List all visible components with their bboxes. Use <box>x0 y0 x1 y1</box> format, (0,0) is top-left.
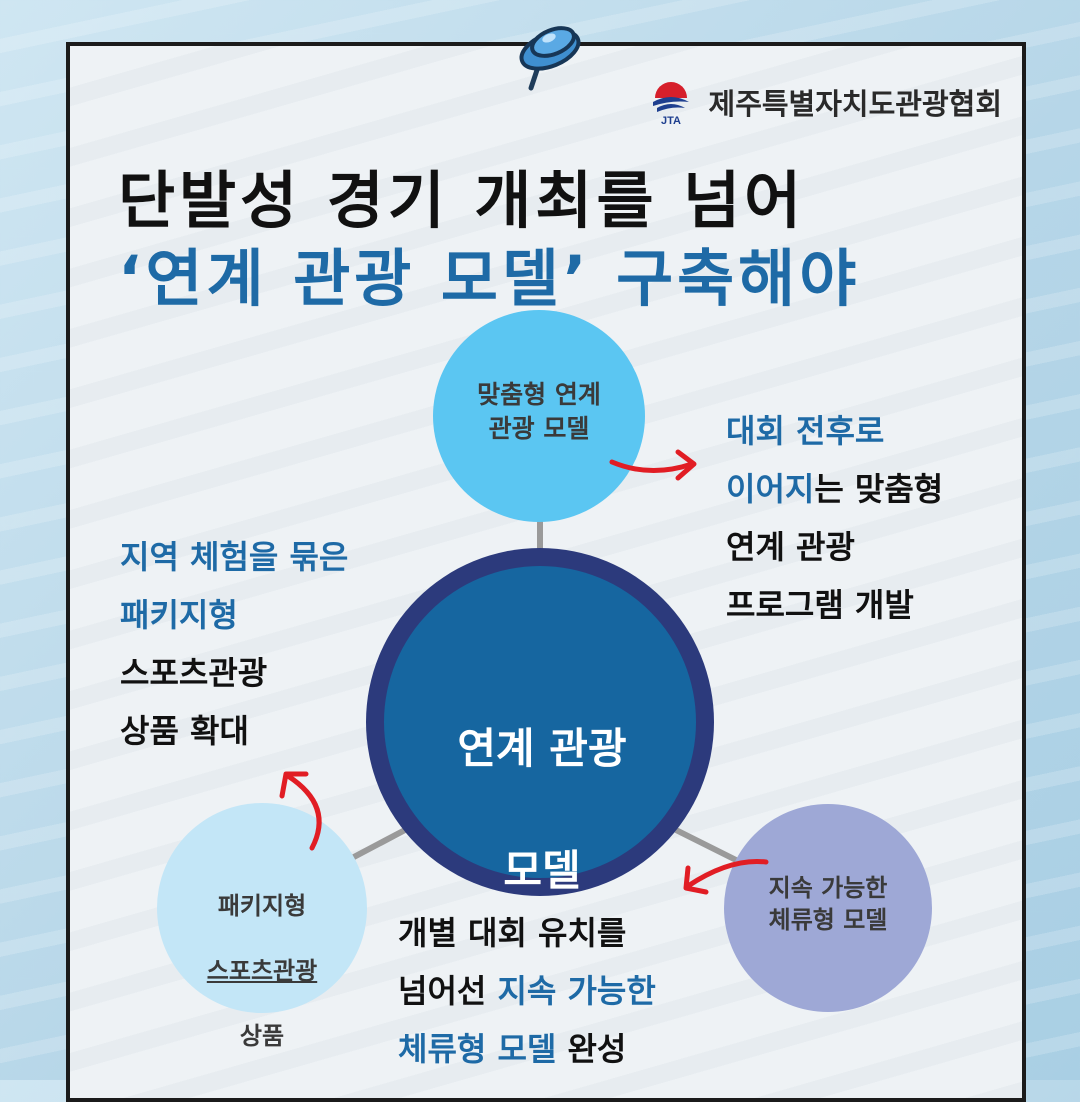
left-desc-line1: 지역 체험을 묶은 <box>120 538 349 576</box>
top-description: 대회 전후로 이어지는 맞춤형 연계 관광 프로그램 개발 <box>726 402 943 634</box>
left-circle-label-line1: 패키지형 <box>217 892 307 921</box>
center-circle <box>384 566 696 878</box>
bottom-desc-line2-blue: 지속 가능한 <box>497 972 656 1010</box>
left-description: 지역 체험을 묶은 패키지형 스포츠관광 상품 확대 <box>120 528 348 760</box>
pushpin-icon <box>519 26 581 91</box>
center-label-line2: 모델 <box>503 845 581 895</box>
curved-arrow-icon <box>279 771 322 851</box>
top-desc-line4: 프로그램 개발 <box>726 586 914 624</box>
bottom-desc-line2-black: 넘어선 <box>398 972 498 1010</box>
curved-arrow-icon <box>609 449 697 481</box>
left-desc-line2: 패키지형 <box>120 596 238 634</box>
right-circle <box>724 804 932 1012</box>
left-circle-label-line3: 상품 <box>239 1021 285 1050</box>
top-desc-line2-black: 는 맞춤형 <box>814 470 944 508</box>
bottom-desc-line1: 개별 대회 유치를 <box>398 914 627 952</box>
bottom-desc-line3-blue: 체류형 모델 <box>398 1030 557 1068</box>
title-line-1: 단발성 경기 개최를 넘어 <box>118 164 806 237</box>
bottom-desc-line3-black: 완성 <box>556 1030 627 1068</box>
left-circle-label-line2: 스포츠관광 <box>206 957 318 986</box>
title-line-2: ‘연계 관광 모델’ 구축해야 <box>118 242 861 315</box>
left-circle-label: 패키지형 스포츠관광 상품 <box>162 858 362 1085</box>
left-circle <box>157 803 367 1013</box>
right-circle-label: 지속 가능한 체류형 모델 <box>768 874 888 935</box>
left-desc-line4: 상품 확대 <box>120 712 249 750</box>
connector-left <box>350 827 407 861</box>
connector-right <box>674 827 742 865</box>
org-logo: JTA 제주특별자치도관광협회 <box>647 78 1002 126</box>
top-desc-line1: 대회 전후로 <box>726 412 885 450</box>
left-desc-line3: 스포츠관광 <box>120 654 268 692</box>
center-label: 연계 관광 모델 <box>420 658 664 962</box>
top-circle <box>433 310 645 522</box>
top-desc-line2-blue: 이어지 <box>726 470 815 508</box>
jta-logo-icon: JTA <box>652 82 689 126</box>
logo-caption: JTA <box>661 115 681 126</box>
top-circle-label: 맞춤형 연계 관광 모델 <box>477 380 601 443</box>
org-name: 제주특별자치도관광협회 <box>708 87 1002 121</box>
bottom-description: 개별 대회 유치를 넘어선 지속 가능한 체류형 모델 완성 <box>398 904 656 1078</box>
curved-arrow-icon <box>683 859 769 895</box>
center-label-line1: 연계 관광 <box>457 723 627 773</box>
top-desc-line3: 연계 관광 <box>726 528 855 566</box>
